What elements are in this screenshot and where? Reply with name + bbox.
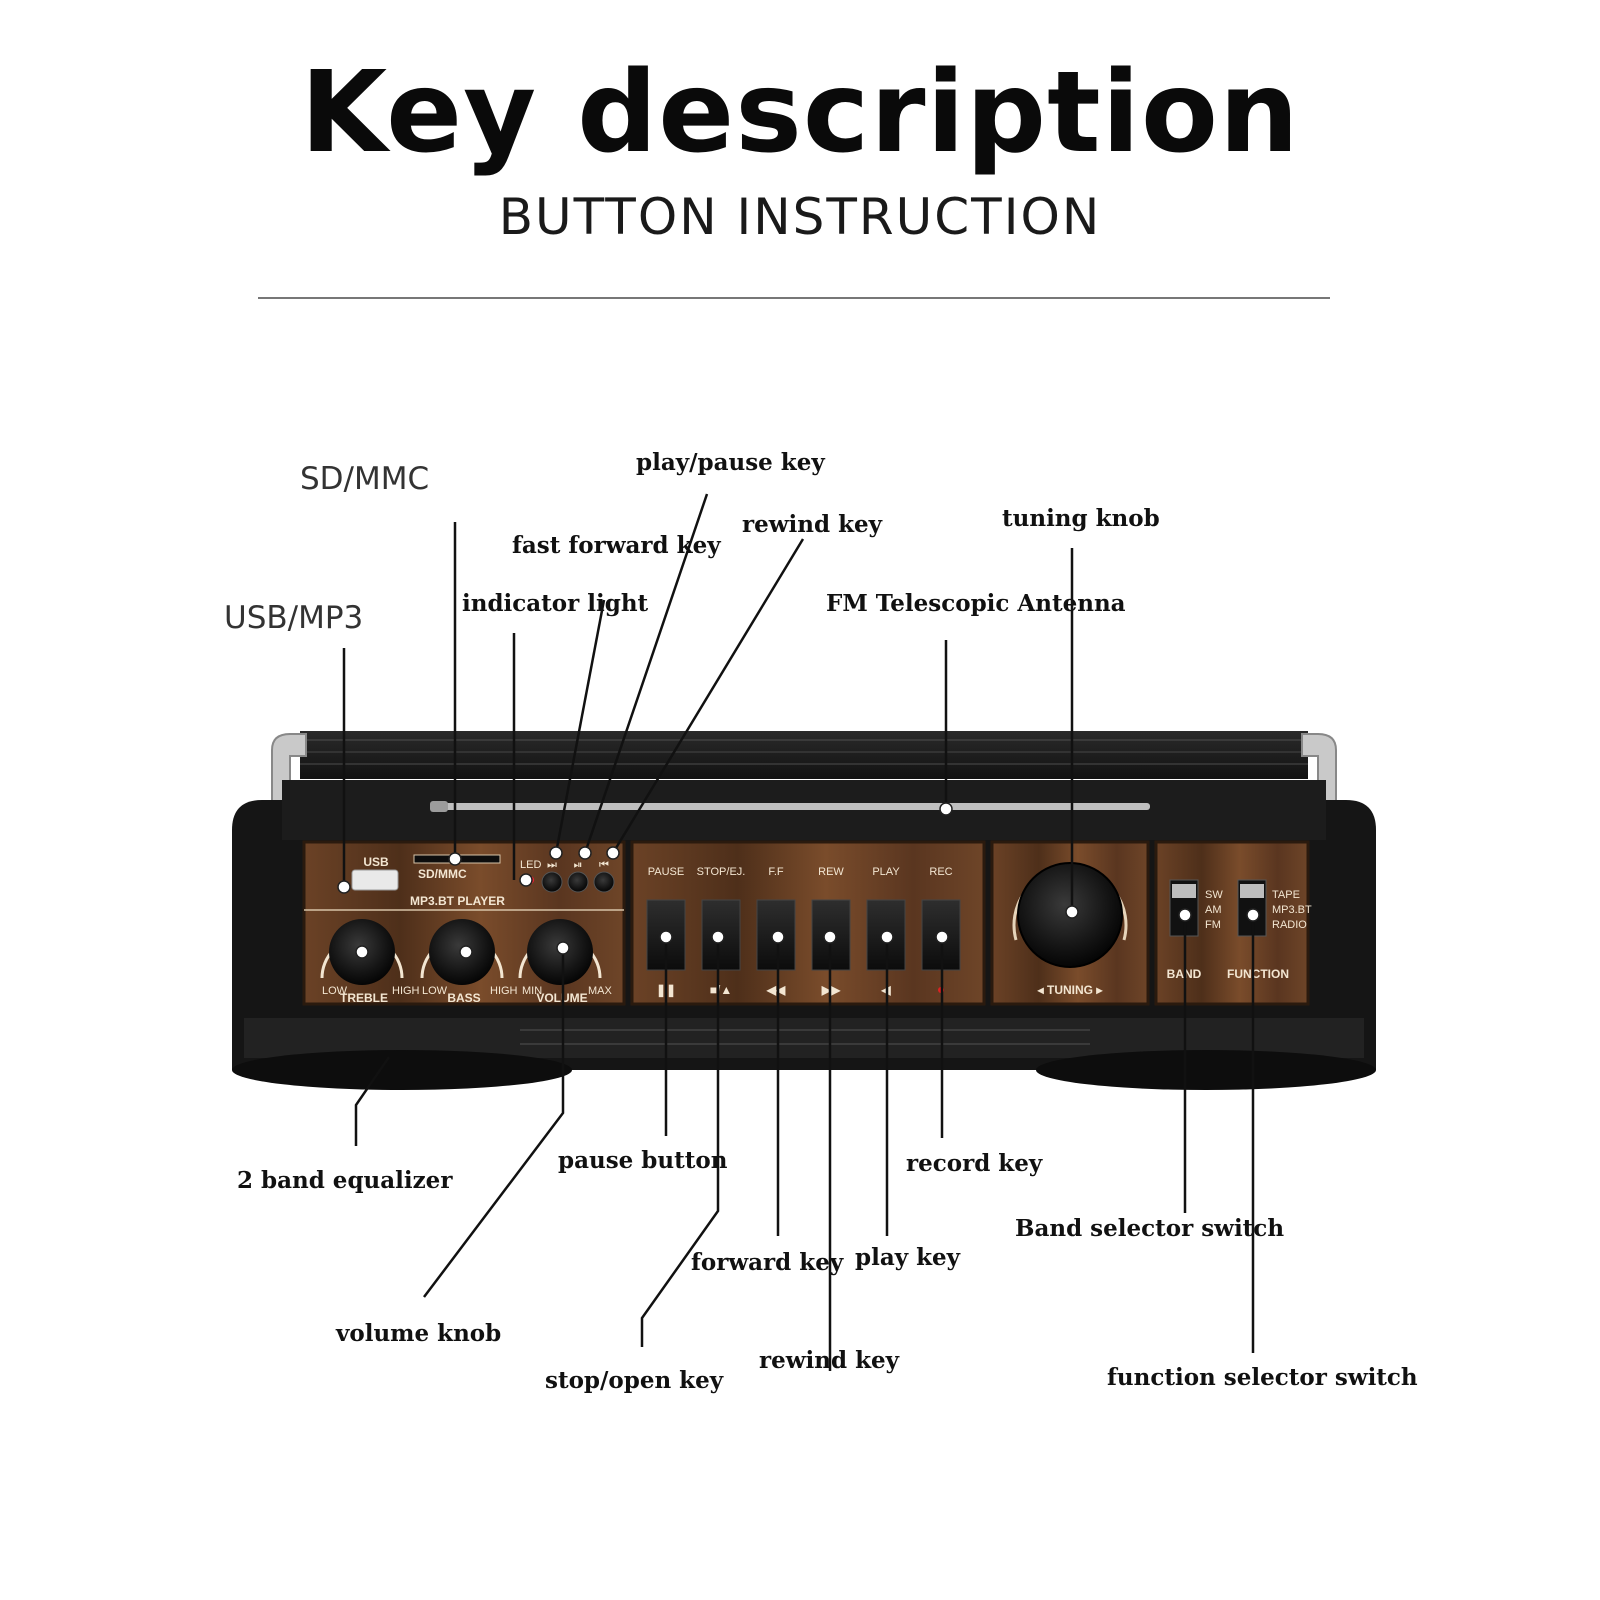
dot-treble — [355, 945, 369, 959]
dot-stop — [711, 930, 725, 944]
right-speaker-foot — [1036, 1050, 1376, 1090]
volume-max-label: MAX — [588, 985, 613, 997]
usb-label: USB — [363, 855, 389, 869]
title-divider — [258, 297, 1330, 299]
dot-tuning — [1065, 905, 1079, 919]
dot-usb — [337, 880, 351, 894]
bass-label: BASS — [447, 991, 480, 1005]
callout-forward-key: forward key — [691, 1249, 844, 1276]
ff-label: F.F — [768, 866, 784, 878]
callout-stop-open-key: stop/open key — [545, 1367, 724, 1394]
leader-fast-forward — [554, 599, 606, 854]
mp3bt-label: MP3.BT PLAYER — [410, 894, 505, 908]
bass-high-label: HIGH — [490, 985, 518, 997]
callout-function-selector-switch: function selector switch — [1107, 1364, 1418, 1391]
tuning-panel: ◂ TUNING ▸ — [990, 840, 1150, 1006]
callout-sd-mmc: SD/MMC — [300, 461, 429, 497]
top-handle-bar — [300, 731, 1308, 779]
tape-label: TAPE — [1272, 889, 1300, 901]
dot-sdmmc — [448, 852, 462, 866]
function-label: FUNCTION — [1227, 967, 1289, 981]
fm-label: FM — [1205, 919, 1221, 931]
rew-glyph-icon: ⏮ — [599, 859, 609, 871]
rec-label: REC — [929, 866, 952, 878]
stop-label: STOP/EJ. — [697, 866, 746, 878]
callout-record-key: record key — [906, 1150, 1043, 1177]
callout-pause-button: pause button — [558, 1147, 728, 1174]
volume-min-label: MIN — [522, 985, 542, 997]
bass-low-label: LOW — [422, 985, 448, 997]
leader-play-pause — [583, 493, 709, 854]
callout-rewind-key-bottom: rewind key — [759, 1347, 900, 1374]
dot-record — [935, 930, 949, 944]
antenna-tip — [430, 801, 448, 812]
fm-antenna-rod — [430, 803, 1150, 810]
dot-pause — [659, 930, 673, 944]
left-speaker-foot — [232, 1050, 572, 1090]
stop-eject-symbol-icon: ■/▲ — [710, 983, 732, 997]
leader-rewind-top — [611, 538, 805, 854]
callout-labels: SD/MMC USB/MP3 play/pause key fast forwa… — [224, 449, 1418, 1394]
tuning-label: ◂ TUNING ▸ — [1037, 983, 1104, 997]
dot-bass — [459, 945, 473, 959]
callout-fm-antenna: FM Telescopic Antenna — [826, 590, 1126, 617]
usb-port[interactable] — [351, 869, 399, 891]
dot-antenna — [939, 802, 953, 816]
leader-lines — [342, 493, 1255, 1371]
leader-stop-open — [640, 937, 720, 1347]
rewind-round-key[interactable] — [593, 871, 615, 893]
callout-usb-mp3: USB/MP3 — [224, 600, 363, 636]
treble-high-label: HIGH — [392, 985, 420, 997]
callout-play-pause-key: play/pause key — [636, 449, 825, 476]
mp3bt-switch-label: MP3.BT — [1272, 904, 1312, 916]
dot-rewind — [823, 930, 837, 944]
led-label: LED — [520, 859, 541, 871]
dot-play — [880, 930, 894, 944]
dot-band — [1178, 908, 1192, 922]
treble-low-label: LOW — [322, 985, 348, 997]
dot-forward — [771, 930, 785, 944]
page-title: Key description — [300, 48, 1300, 178]
switch-panel: SW AM FM TAPE MP3.BT RADIO BAND FUNCTION — [1154, 840, 1312, 1006]
treble-label: TREBLE — [340, 991, 388, 1005]
leader-volume — [423, 948, 565, 1298]
rew-label: REW — [818, 866, 844, 878]
dot-fast-forward — [549, 846, 563, 860]
callout-play-key: play key — [855, 1244, 961, 1271]
callout-fast-forward-key: fast forward key — [512, 532, 721, 559]
page-subtitle: BUTTON INSTRUCTION — [498, 188, 1102, 246]
leader-dots — [337, 802, 1260, 959]
function-slider-thumb[interactable] — [1240, 884, 1264, 898]
callout-indicator-light: indicator light — [462, 590, 649, 617]
ff-glyph-icon: ⏭ — [547, 859, 557, 871]
mp3-eq-panel: USB SD/MMC LED ⏭ ⏯ ⏮ MP3.BT PLAYER LOW H… — [302, 840, 626, 1006]
callout-volume-knob: volume knob — [335, 1320, 501, 1347]
callout-tuning-knob: tuning knob — [1002, 505, 1160, 532]
rewind-symbol-icon: ◀◀ — [766, 983, 786, 997]
pause-label: PAUSE — [648, 866, 684, 878]
callout-2-band-equalizer: 2 band equalizer — [237, 1167, 453, 1194]
dot-play-pause — [578, 846, 592, 860]
sw-label: SW — [1205, 889, 1223, 901]
leader-equalizer — [354, 1056, 391, 1146]
band-slider-thumb[interactable] — [1172, 884, 1196, 898]
fast-forward-round-key[interactable] — [541, 871, 563, 893]
play-label: PLAY — [872, 866, 900, 878]
playpause-glyph-icon: ⏯ — [574, 859, 583, 871]
callout-rewind-key-top: rewind key — [742, 511, 883, 538]
dot-function — [1246, 908, 1260, 922]
am-label: AM — [1205, 904, 1222, 916]
play-pause-round-key[interactable] — [567, 871, 589, 893]
dot-rewind-top — [606, 846, 620, 860]
dot-volume — [556, 941, 570, 955]
cassette-keys-panel: PAUSE STOP/EJ. F.F REW PLAY REC ❚❚ ■/▲ ◀… — [630, 840, 986, 1006]
sdmmc-label: SD/MMC — [418, 867, 467, 881]
callout-band-selector-switch: Band selector switch — [1015, 1215, 1284, 1242]
dot-indicator — [519, 873, 533, 887]
radio-label: RADIO — [1272, 919, 1307, 931]
